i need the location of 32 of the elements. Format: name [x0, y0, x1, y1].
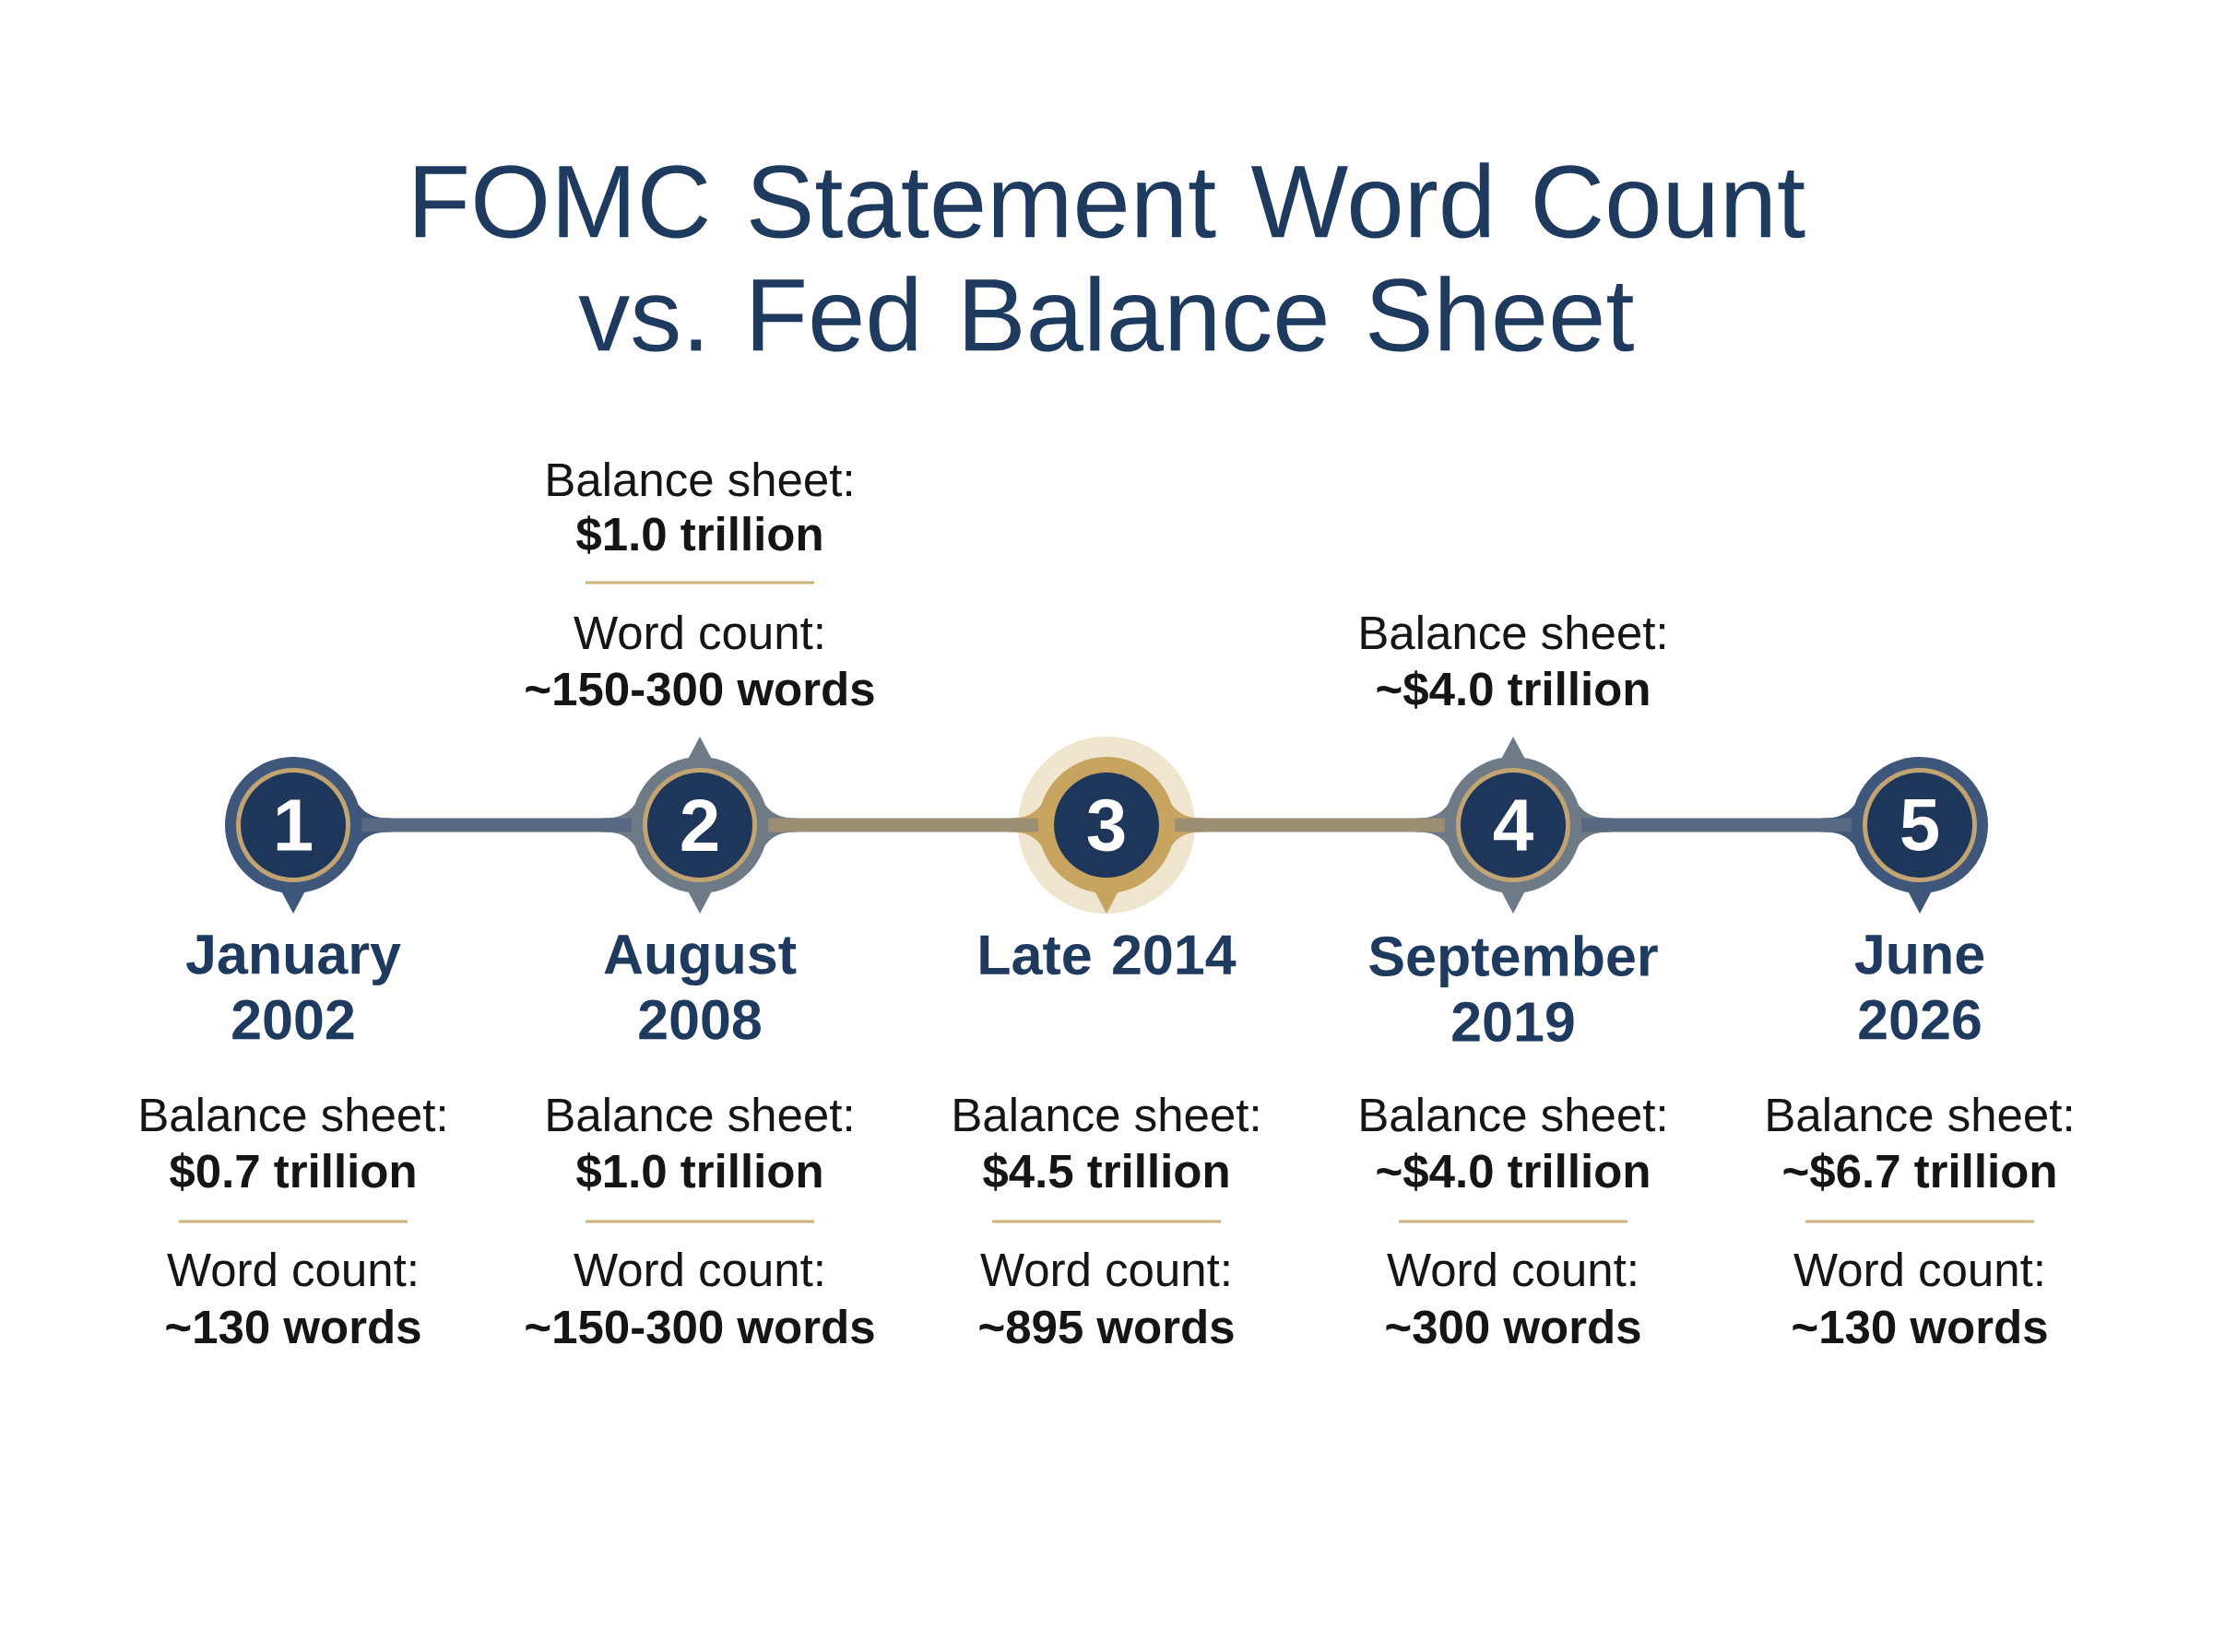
stat-value: ~$6.7 trillion: [1783, 1152, 2055, 1191]
stat-value: ~895 words: [979, 1309, 1234, 1344]
stat-label: Balance sheet:: [1361, 1097, 1664, 1132]
date-heading: September 2019: [1369, 935, 1658, 1042]
stat-label: Balance sheet:: [954, 1097, 1258, 1132]
title: FOMC Statement Word Count vs. Fed Balance Sheet: [415, 162, 1805, 352]
date-heading: Late 2014: [980, 935, 1237, 975]
stat-label: Word count:: [574, 1252, 822, 1287]
stat-label: Balance sheet:: [548, 1097, 851, 1132]
stat-label: Word count:: [574, 615, 822, 650]
stat-label: Balance sheet:: [141, 1097, 444, 1132]
stat-value: $1.0 trillion: [576, 515, 822, 554]
stat-label: Word count:: [1793, 1252, 2042, 1287]
date-heading: January 2002: [185, 935, 401, 1040]
stat-label: Balance sheet:: [1768, 1097, 2071, 1132]
stat-label: Word count:: [980, 1252, 1229, 1287]
stat-value: ~$4.0 trillion: [1377, 670, 1649, 709]
date-heading: August 2008: [604, 935, 797, 1040]
stat-label: Balance sheet:: [548, 462, 851, 497]
stat-label: Balance sheet:: [1361, 615, 1664, 650]
stat-value: $0.7 trillion: [170, 1152, 415, 1191]
date-heading: June 2026: [1854, 935, 1984, 1040]
stat-value: ~300 words: [1386, 1309, 1640, 1344]
stat-value: $1.0 trillion: [576, 1152, 822, 1191]
stat-label: Word count:: [167, 1252, 416, 1287]
stat-value: $4.5 trillion: [983, 1152, 1228, 1191]
stat-value: ~$4.0 trillion: [1377, 1152, 1649, 1191]
stat-value: ~150-300 words: [526, 1309, 874, 1344]
stat-value: ~150-300 words: [526, 671, 874, 706]
stat-label: Word count:: [1387, 1252, 1636, 1287]
stat-value: ~130 words: [1793, 1309, 2047, 1344]
stat-value: ~130 words: [166, 1309, 420, 1344]
